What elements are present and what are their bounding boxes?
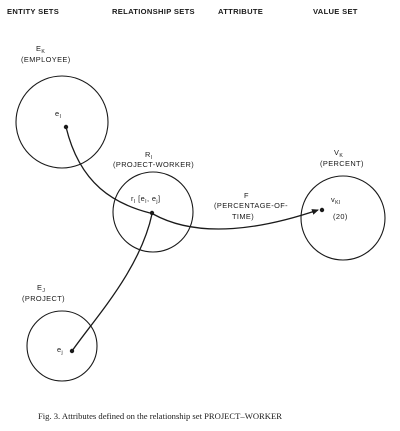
relationship-set-circle: [112, 171, 194, 253]
entity-set-employee-circle: [15, 75, 109, 169]
attribute-label: F: [244, 191, 249, 200]
value-set-element-dot: [319, 207, 325, 213]
value-set-label: VK: [334, 148, 343, 159]
relationship-desc: (PROJECT-WORKER): [113, 160, 194, 169]
entity-j-element: ej: [57, 345, 63, 356]
entity-set-project-circle: [26, 310, 98, 382]
header-attribute: ATTRIBUTE: [218, 7, 263, 16]
figure-caption: Fig. 3. Attributes defined on the relati…: [38, 411, 282, 421]
arrow-attribute-mapping: [152, 209, 319, 230]
header-relationship-sets: RELATIONSHIP SETS: [112, 7, 195, 16]
attribute-desc-line2: TIME): [232, 212, 254, 221]
relationship-label: RI: [145, 150, 153, 161]
relationship-element: rI [eI, ej]: [131, 194, 160, 205]
value-set-desc: (PERCENT): [320, 159, 364, 168]
attribute-desc-line1: (PERCENTAGE-OF-: [214, 201, 288, 210]
value-set-value: (20): [333, 212, 348, 221]
entity-k-label: EK: [36, 44, 45, 55]
entity-j-desc: (PROJECT): [22, 294, 65, 303]
arc-relationship-to-project: [71, 213, 153, 352]
entity-k-desc: (EMPLOYEE): [21, 55, 71, 64]
entity-k-element: eI: [55, 109, 61, 120]
value-set-element: vKI: [331, 195, 341, 206]
header-value-set: VALUE SET: [313, 7, 358, 16]
value-set-circle: [300, 175, 386, 261]
entity-j-label: EJ: [37, 283, 45, 294]
header-entity-sets: ENTITY SETS: [7, 7, 59, 16]
arc-employee-to-relationship: [65, 126, 151, 214]
